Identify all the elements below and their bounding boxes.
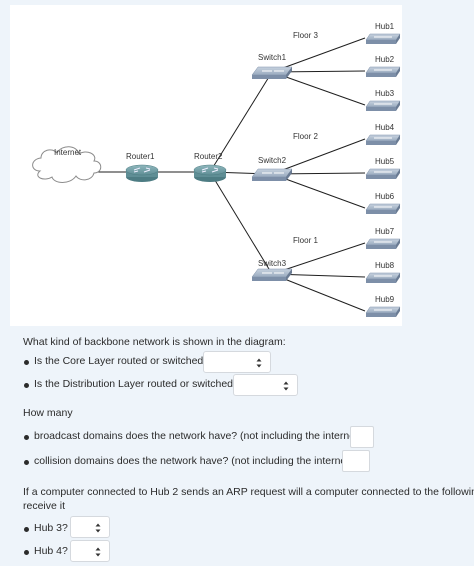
floor-3-label: Floor 3 [293, 31, 318, 40]
hub-label: Hub7 [375, 227, 395, 236]
hub-label: Hub5 [375, 157, 395, 166]
arp-question-line2: receive it [23, 500, 66, 512]
bullet [24, 550, 29, 555]
internet-cloud-icon [32, 146, 102, 183]
how-many-heading: How many [23, 407, 73, 419]
router-icon [125, 164, 159, 182]
hub-icon [365, 100, 401, 111]
hub-icon [365, 203, 401, 214]
switch1-label: Switch1 [258, 53, 287, 62]
hub-label: Hub3 [375, 89, 395, 98]
bullet [24, 527, 29, 532]
select-arrows-icon [256, 358, 262, 368]
bullet [24, 435, 29, 440]
bullet [24, 360, 29, 365]
switch-icon [251, 168, 293, 181]
hub-label: Hub6 [375, 192, 395, 201]
network-diagram: Internet Router1 Router2 [10, 5, 402, 326]
network-diagram-svg: Internet Router1 Router2 [32, 22, 401, 317]
link-switch2-hub4 [271, 138, 366, 175]
switch-icon [251, 66, 293, 79]
distribution-layer-question: Is the Distribution Layer routed or swit… [34, 378, 239, 390]
switch-icon [251, 268, 293, 281]
collision-domains-question: collision domains does the network have?… [34, 455, 353, 467]
switch2-label: Switch2 [258, 156, 287, 165]
hub-label: Hub2 [375, 55, 395, 64]
hub4-select[interactable] [70, 540, 110, 562]
hub-icon [365, 66, 401, 77]
bullet [24, 460, 29, 465]
hub-icon [365, 168, 401, 179]
hub-icon [365, 33, 401, 44]
floor-2-label: Floor 2 [293, 132, 318, 141]
distribution-layer-select[interactable] [233, 374, 298, 396]
hub-icon [365, 134, 401, 145]
floor-1-label: Floor 1 [293, 236, 318, 245]
backbone-question-heading: What kind of backbone network is shown i… [23, 336, 286, 348]
link-router2-switch1 [209, 71, 273, 173]
select-arrows-icon [95, 547, 101, 557]
router-icon [193, 164, 227, 182]
hub3-select[interactable] [70, 516, 110, 538]
hub-label: Hub9 [375, 295, 395, 304]
core-layer-question: Is the Core Layer routed or switched? [34, 355, 210, 367]
select-arrows-icon [95, 523, 101, 533]
collision-domains-input[interactable] [342, 450, 370, 472]
link-switch1-hub1 [271, 37, 366, 73]
internet-label: Internet [54, 148, 82, 157]
hub3-question: Hub 3? [34, 522, 68, 534]
hub-label: Hub1 [375, 22, 395, 31]
arp-question-line1: If a computer connected to Hub 2 sends a… [23, 486, 474, 498]
router2-label: Router2 [194, 152, 223, 161]
hub4-question: Hub 4? [34, 545, 68, 557]
bullet [24, 383, 29, 388]
select-arrows-icon [283, 381, 289, 391]
hub-label: Hub4 [375, 123, 395, 132]
hub-label: Hub8 [375, 261, 395, 270]
hub-icon [365, 306, 401, 317]
hub-icon [365, 272, 401, 283]
broadcast-domains-question: broadcast domains does the network have?… [34, 430, 362, 442]
link-switch2-hub6 [271, 173, 366, 209]
link-switch1-hub3 [271, 71, 366, 106]
link-router2-switch3 [209, 171, 273, 275]
hub-icon [365, 238, 401, 249]
switch3-label: Switch3 [258, 259, 287, 268]
core-layer-select[interactable] [203, 351, 271, 373]
link-switch3-hub9 [271, 273, 366, 312]
broadcast-domains-input[interactable] [350, 426, 374, 448]
router1-label: Router1 [126, 152, 155, 161]
